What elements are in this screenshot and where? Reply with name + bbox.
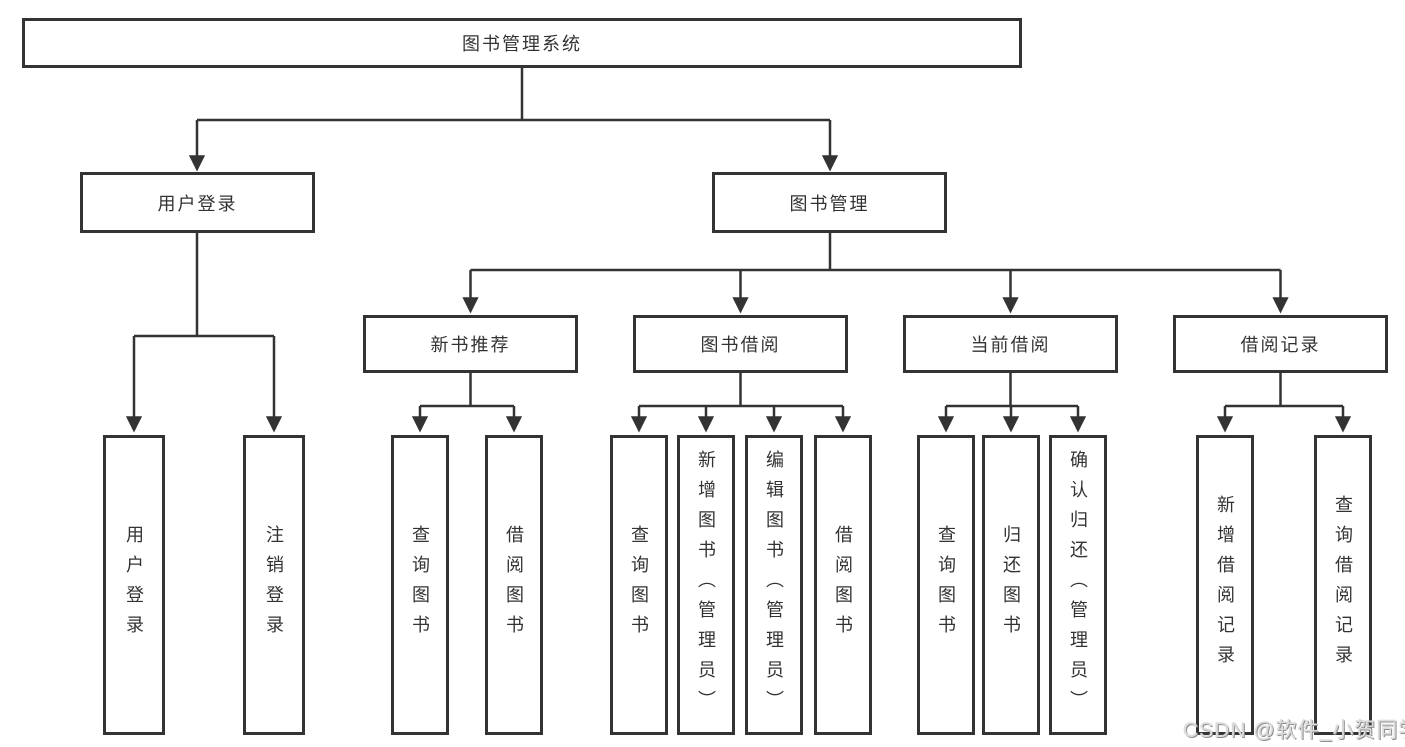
node-user-login: 用户登录 xyxy=(80,172,315,233)
node-label: 借阅图书 xyxy=(833,525,853,645)
node-leaf-borrow-books-1: 借阅图书 xyxy=(485,435,543,735)
node-leaf-add-borrow-record: 新增借阅记录 xyxy=(1196,435,1254,735)
node-label: 查询借阅记录 xyxy=(1333,495,1353,675)
node-leaf-add-books-admin: 新增图书（管理员） xyxy=(677,435,735,735)
node-leaf-edit-books-admin: 编辑图书（管理员） xyxy=(745,435,803,735)
node-label: 查询图书 xyxy=(629,525,649,645)
node-label: 编辑图书（管理员） xyxy=(764,450,784,720)
node-label: 新增借阅记录 xyxy=(1215,495,1235,675)
node-leaf-logout: 注销登录 xyxy=(243,435,305,735)
node-label: 借阅图书 xyxy=(504,525,524,645)
node-leaf-borrow-books-2: 借阅图书 xyxy=(814,435,872,735)
csdn-watermark: CSDN @软件_小贺同学 xyxy=(1183,719,1405,742)
node-label: 查询图书 xyxy=(410,525,430,645)
node-leaf-query-books-2: 查询图书 xyxy=(610,435,668,735)
node-label: 新增图书（管理员） xyxy=(696,450,716,720)
node-current-borrow: 当前借阅 xyxy=(903,315,1118,373)
node-label: 归还图书 xyxy=(1001,525,1021,645)
node-leaf-confirm-return-admin: 确认归还（管理员） xyxy=(1049,435,1107,735)
node-root: 图书管理系统 xyxy=(22,18,1022,68)
node-label: 确认归还（管理员） xyxy=(1068,450,1088,720)
node-label: 用户登录 xyxy=(124,525,144,645)
node-leaf-query-books-3: 查询图书 xyxy=(917,435,975,735)
node-leaf-user-login: 用户登录 xyxy=(103,435,165,735)
node-book-management: 图书管理 xyxy=(712,172,947,233)
node-leaf-return-books: 归还图书 xyxy=(982,435,1040,735)
node-label: 查询图书 xyxy=(936,525,956,645)
node-borrow-records: 借阅记录 xyxy=(1173,315,1388,373)
node-label: 注销登录 xyxy=(264,525,284,645)
node-leaf-query-books-1: 查询图书 xyxy=(391,435,449,735)
node-book-borrow: 图书借阅 xyxy=(633,315,848,373)
node-new-book-recommend: 新书推荐 xyxy=(363,315,578,373)
node-leaf-query-borrow-record: 查询借阅记录 xyxy=(1314,435,1372,735)
